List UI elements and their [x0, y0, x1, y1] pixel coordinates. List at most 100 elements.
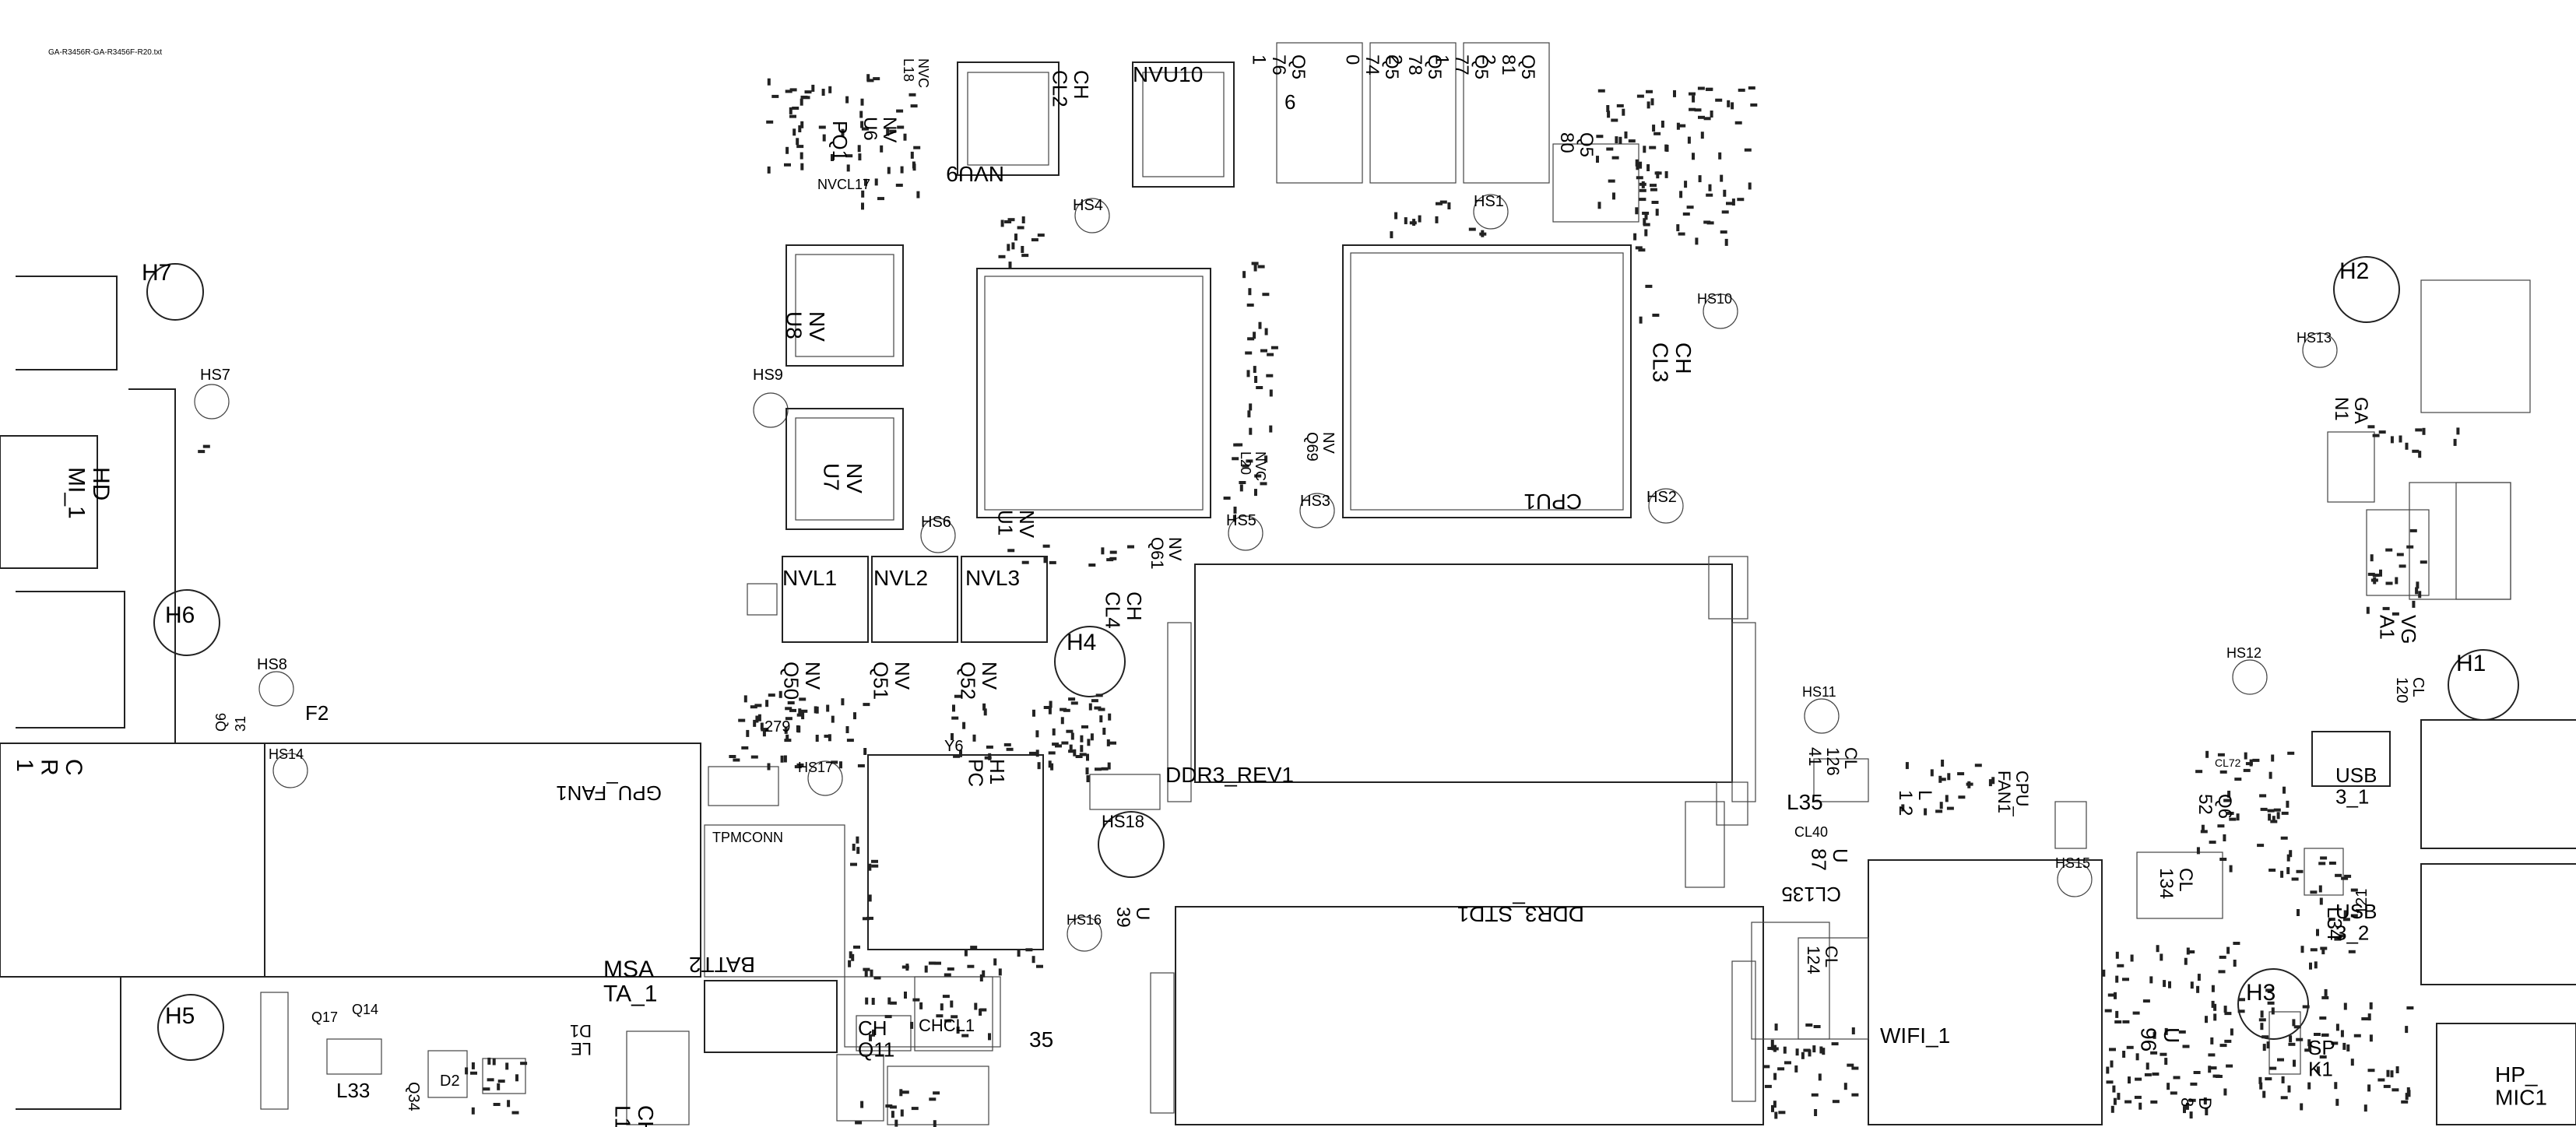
component-pad: [2319, 897, 2323, 905]
component-pad: [1035, 750, 1039, 757]
component-pad: [2160, 1052, 2167, 1056]
label-ckt279: 279: [764, 718, 790, 736]
component-pad: [2245, 762, 2253, 766]
component-pad: [2343, 910, 2347, 918]
component-pad: [2265, 988, 2273, 992]
component-pad: [1635, 246, 1643, 250]
component-pad: [1731, 198, 1735, 206]
component-pad: [2308, 1043, 2311, 1051]
component-pad: [2258, 1018, 2266, 1022]
component-pad: [746, 729, 750, 737]
component-pad: [2217, 824, 2225, 828]
component-pad: [1794, 1065, 1798, 1073]
silkscreen-labels: H7 H6 H5 H4 H3 H2 H1 HS1 HS2 HS3 HS4 HS5…: [142, 62, 2486, 1102]
component-pad: [2114, 1020, 2122, 1023]
label-hs4: HS4: [1073, 197, 1103, 214]
component-pad: [492, 1058, 496, 1066]
component-pad: [868, 863, 872, 871]
component-pad: [2236, 813, 2240, 821]
component-pad: [1596, 156, 1599, 163]
component-pad: [2318, 885, 2322, 893]
component-pad: [1851, 1093, 1859, 1097]
component-pad: [2115, 1010, 2119, 1018]
component-pad: [2350, 1059, 2354, 1066]
component-pad: [801, 712, 805, 720]
component-pad: [2205, 1108, 2209, 1115]
component-pad: [815, 735, 819, 742]
component-pad: [2115, 975, 2119, 983]
bottom-center-blocks: [260, 976, 1001, 1125]
component-pad: [784, 739, 792, 743]
component-pad: [1597, 202, 1601, 209]
component-pad: [845, 96, 849, 104]
component-pad: [1270, 346, 1278, 349]
component-pad: [2178, 1030, 2186, 1034]
component-pad: [859, 111, 863, 118]
component-pad: [2144, 1073, 2152, 1076]
component-pad: [942, 995, 950, 999]
component-pad: [1706, 221, 1714, 225]
component-pad: [845, 726, 849, 733]
label-l34: L34: [2323, 907, 2346, 940]
component-pad: [873, 77, 880, 81]
component-pad: [1636, 94, 1644, 98]
component-pad: [1043, 706, 1051, 709]
component-pad: [760, 722, 764, 730]
component-pad: [2281, 1076, 2285, 1083]
component-pad: [1101, 767, 1109, 771]
component-pad: [2267, 809, 2275, 813]
component-pad: [2268, 771, 2272, 779]
component-pad: [982, 703, 986, 711]
label-led1: LED1: [570, 1021, 592, 1059]
component-pad: [1684, 181, 1688, 188]
label-q5-6: Q580: [1556, 132, 1597, 157]
component-pad: [2277, 1058, 2284, 1062]
component-pad: [2382, 606, 2390, 610]
component-pad: [493, 1103, 501, 1106]
component-pad: [1249, 427, 1253, 435]
component-pad: [1643, 223, 1650, 226]
component-pad: [1947, 773, 1951, 781]
component-pad: [912, 163, 916, 171]
component-pad: [2219, 770, 2227, 774]
component-pad: [1748, 86, 1755, 90]
component-pad: [2164, 1058, 2168, 1066]
component-pad: [1048, 760, 1052, 768]
component-pad: [2226, 1064, 2233, 1068]
component-pad: [2210, 1037, 2214, 1044]
component-pad: [860, 121, 864, 128]
component-pad: [1622, 108, 1625, 116]
label-hs8: HS8: [257, 656, 287, 673]
label-hs17: HS17: [798, 760, 833, 775]
component-pad: [919, 1002, 923, 1009]
component-pad: [2395, 1066, 2399, 1073]
component-pad: [910, 151, 914, 159]
component-pad: [2156, 945, 2160, 953]
component-pad: [1723, 189, 1727, 197]
component-pad: [2267, 1001, 2275, 1005]
mounting-holes: [146, 256, 2519, 1061]
label-h7: H7: [142, 260, 171, 286]
component-pad: [1818, 1073, 1822, 1081]
component-pad: [2183, 1106, 2186, 1114]
component-pad: [874, 178, 878, 186]
component-pad: [1606, 105, 1610, 112]
component-pad: [789, 114, 796, 118]
component-pad: [784, 726, 788, 734]
component-pad: [2316, 1066, 2320, 1074]
component-pad: [1253, 264, 1257, 272]
component-pad: [2370, 554, 2374, 562]
label-nvu8: NVU8: [782, 311, 829, 342]
component-pad: [1095, 693, 1103, 697]
component-pad: [853, 945, 860, 949]
component-pad: [1938, 778, 1946, 781]
component-pad: [2344, 874, 2352, 878]
component-pad: [2409, 528, 2417, 532]
component-pad: [871, 998, 875, 1005]
label-h4: H4: [1067, 630, 1096, 655]
component-pad: [2173, 1076, 2181, 1080]
component-pad: [903, 133, 907, 141]
component-pad: [2291, 877, 2299, 881]
